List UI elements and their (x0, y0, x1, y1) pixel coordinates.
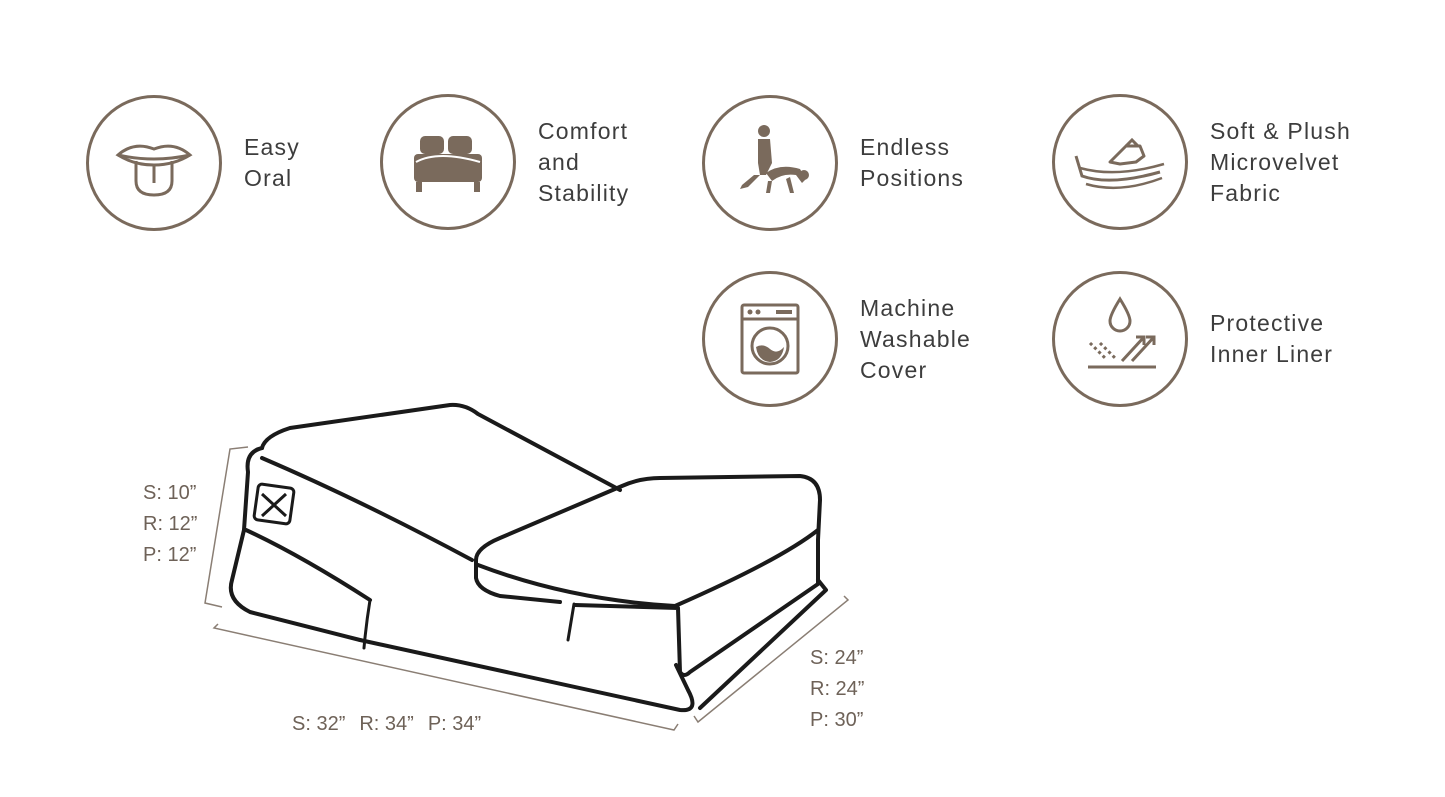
length-size-s: S: 32” (292, 713, 346, 735)
hand-fabric-icon (1074, 137, 1165, 190)
tongue-icon (115, 144, 193, 197)
bed-icon (414, 136, 482, 192)
brand-logo-patch (252, 482, 296, 526)
height-dimension-label: S: 10” R: 12” P: 12” (143, 482, 198, 566)
feature-comfort-stability: Comfort and Stability (380, 94, 629, 230)
feature-easy-oral: Easy Oral (86, 95, 300, 231)
feature-icon-circle (86, 95, 222, 231)
feature-icon-circle (702, 95, 838, 231)
feature-icon-circle (702, 271, 838, 407)
feature-soft-plush: Soft & Plush Microvelvet Fabric (1052, 94, 1351, 230)
feature-endless-positions: Endless Positions (702, 95, 964, 231)
feature-label: Machine Washable Cover (860, 294, 972, 383)
length-size-p: P: 34” (427, 713, 482, 735)
washing-machine-icon (740, 303, 800, 375)
feature-label: Protective Inner Liner (1210, 310, 1334, 367)
feature-icon-circle (1052, 94, 1188, 230)
positions-icon (740, 125, 809, 193)
feature-icon-circle (1052, 271, 1188, 407)
feature-protective-liner: Protective Inner Liner (1052, 271, 1333, 407)
length-dimension-label: S: 32” R: 34” P: 34” (292, 713, 481, 736)
feature-label: Comfort and Stability (538, 117, 630, 206)
depth-dimension-label: S: 24” R: 24” P: 30” (810, 647, 865, 731)
feature-machine-washable: Machine Washable Cover (702, 271, 971, 407)
feature-label: Soft & Plush Microvelvet Fabric (1210, 117, 1351, 206)
feature-label: Endless Positions (860, 134, 965, 191)
feature-label: Easy Oral (244, 134, 300, 191)
water-drop-liner-icon (1088, 296, 1156, 369)
length-size-r: R: 34” (359, 713, 414, 735)
feature-icon-circle (380, 94, 516, 230)
